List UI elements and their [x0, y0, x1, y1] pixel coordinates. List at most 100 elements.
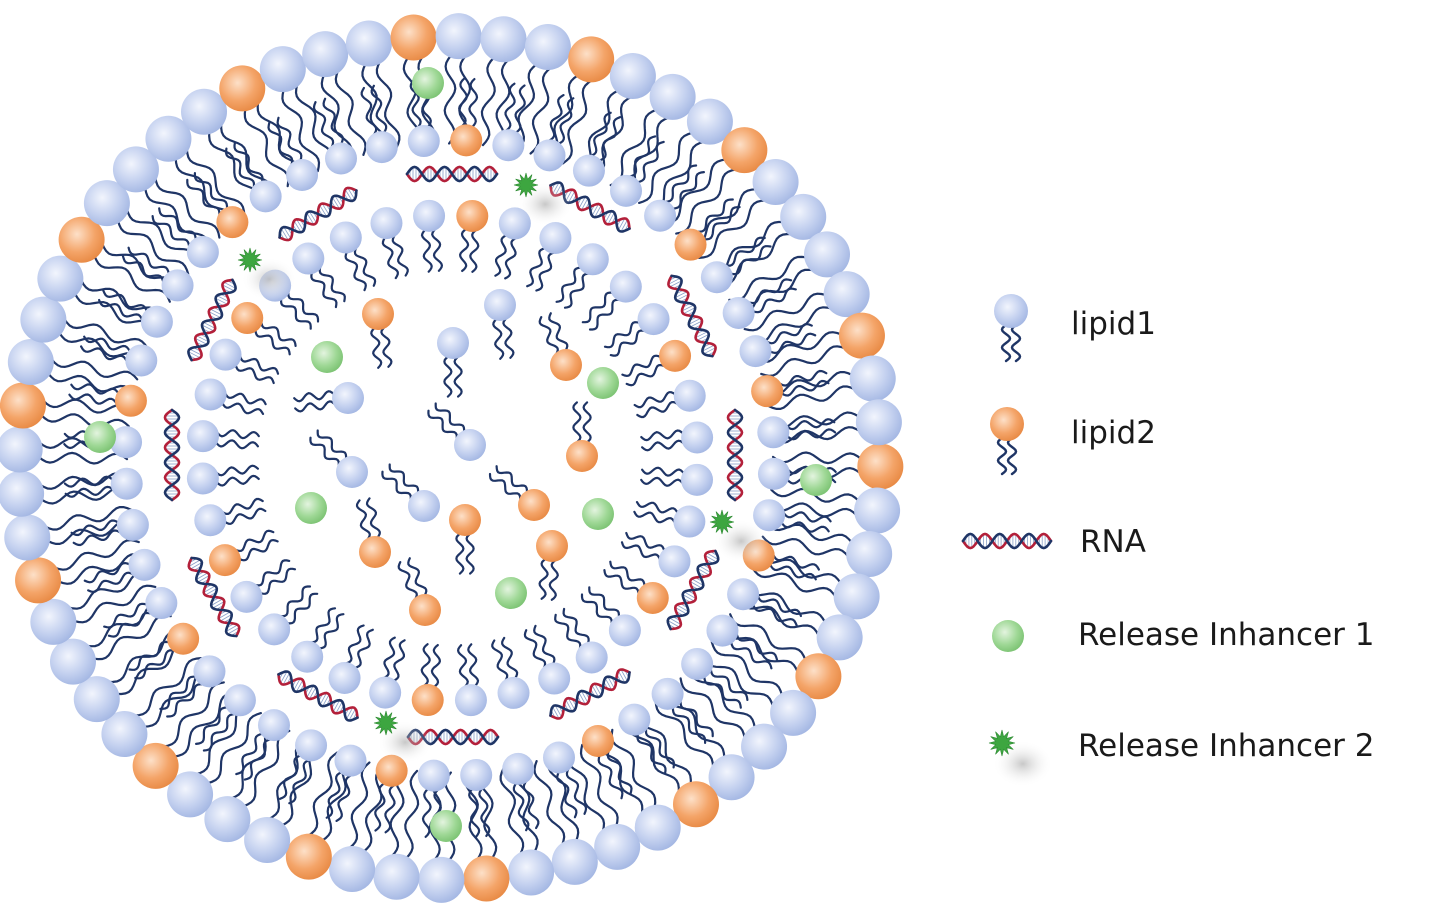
release-inhancer-2-particle — [709, 509, 769, 563]
inner-leaflet-lipid — [121, 246, 194, 302]
legend-label-release-inhancer-1: Release Inhancer 1 — [1078, 617, 1375, 653]
legend-label-lipid2: lipid2 — [1071, 415, 1156, 451]
release-inhancer-1-particle — [430, 810, 462, 842]
inner-leaflet-lipid — [360, 84, 398, 164]
release-inhancer-1-particle — [582, 498, 614, 530]
inner-leaflet-lipid — [757, 416, 837, 449]
inner-leaflet-lipid — [312, 97, 358, 175]
inner-leaflet-lipid — [267, 116, 319, 192]
core-lipid — [566, 401, 598, 472]
inner-leaflet-lipid — [644, 164, 705, 232]
core-lipid — [355, 497, 391, 568]
inner-leaflet-lipid — [753, 499, 832, 533]
core-lipid — [381, 463, 440, 522]
core-ring-lipid — [555, 243, 609, 309]
inner-leaflet-lipid — [235, 709, 290, 781]
inner-leaflet-lipid — [224, 141, 282, 213]
rna-strand — [667, 274, 717, 358]
core-ring-lipid — [633, 379, 706, 419]
core-lipid — [427, 402, 486, 461]
rna-strand — [277, 670, 359, 722]
outer-lipid — [664, 127, 768, 235]
outer-lipid — [480, 16, 527, 148]
inner-leaflet-lipid — [80, 335, 158, 377]
inner-leaflet-lipid — [502, 752, 540, 832]
outer-lipid — [329, 761, 385, 892]
release-inhancer-1-particle — [84, 421, 116, 453]
core-ring-lipid — [292, 242, 346, 309]
core-ring-lipid — [523, 624, 571, 695]
outer-lipid — [761, 521, 893, 577]
outer-lipid — [132, 681, 236, 789]
core-ring-lipid — [411, 643, 444, 717]
release-inhancer-1-icon — [992, 620, 1024, 652]
release-inhancer-1-particle — [311, 341, 343, 373]
core-ring-lipid — [554, 607, 608, 674]
core-ring-lipid — [603, 303, 670, 357]
inner-leaflet-lipid — [706, 614, 779, 670]
core-lipid — [397, 557, 441, 626]
core-ring-lipid — [208, 529, 279, 577]
inner-leaflet-lipid — [83, 548, 161, 594]
core-lipid — [488, 465, 550, 521]
rna-strand — [549, 668, 631, 720]
rna-strand — [187, 556, 241, 638]
inner-leaflet-lipid — [581, 724, 633, 800]
inner-leaflet-lipid — [103, 587, 178, 638]
core-lipid — [437, 327, 469, 398]
inner-leaflet-lipid — [186, 172, 249, 239]
core-ring-lipid — [454, 643, 487, 717]
release-inhancer-1-particle — [587, 367, 619, 399]
inner-leaflet-lipid — [128, 622, 200, 680]
outer-lipid — [688, 158, 799, 259]
inner-leaflet-lipid — [681, 647, 749, 709]
inner-leaflet-lipid — [325, 744, 367, 822]
core-ring-lipid — [491, 636, 530, 709]
core-ring-lipid — [209, 338, 280, 385]
nanoparticle — [0, 13, 904, 903]
core-ring-lipid — [621, 339, 692, 387]
release-inhancer-2-icon — [988, 729, 1053, 788]
inner-leaflet-lipid — [751, 369, 830, 408]
core-ring-lipid — [633, 501, 706, 538]
outer-lipid — [7, 339, 139, 395]
inner-leaflet-lipid — [572, 111, 622, 187]
inner-leaflet-lipid — [651, 677, 714, 744]
inner-leaflet-lipid — [700, 236, 772, 294]
inner-leaflet-lipid — [98, 289, 173, 338]
release-inhancer-2-particle — [237, 247, 297, 301]
inner-leaflet-lipid — [727, 578, 802, 627]
release-inhancer-2-particle — [513, 172, 573, 226]
legend-label-release-inhancer-2: Release Inhancer 2 — [1078, 728, 1375, 764]
inner-leaflet-lipid — [151, 207, 219, 269]
core-lipid — [484, 289, 516, 360]
inner-leaflet-lipid — [450, 77, 483, 157]
legend-label-lipid1: lipid1 — [1071, 306, 1156, 342]
rna-strand — [187, 278, 237, 362]
inner-leaflet-lipid — [739, 322, 817, 368]
core-ring-lipid — [329, 221, 377, 292]
core-ring-lipid — [328, 624, 374, 694]
rna-strand — [278, 186, 358, 242]
core-ring-lipid — [640, 463, 713, 496]
core-ring-lipid — [194, 378, 267, 415]
core-ring-lipid — [603, 560, 669, 614]
legend-icons — [961, 294, 1053, 788]
core-lipid — [536, 530, 568, 601]
release-inhancer-1-particle — [495, 577, 527, 609]
release-inhancer-2-particle — [373, 710, 433, 764]
core-ring-lipid — [186, 462, 260, 495]
core-ring-lipid — [291, 607, 345, 673]
outer-lipid — [285, 751, 353, 880]
core-lipid — [449, 504, 481, 575]
legend-label-rna: RNA — [1080, 524, 1146, 560]
inner-leaflet-lipid — [618, 703, 676, 775]
inner-leaflet-lipid — [533, 94, 575, 172]
inner-leaflet-lipid — [674, 198, 741, 261]
core-ring-lipid — [581, 270, 642, 331]
core-ring-lipid — [187, 420, 260, 453]
inner-leaflet-lipid — [542, 741, 588, 819]
inner-leaflet-lipid — [460, 758, 493, 838]
inner-leaflet-lipid — [492, 82, 526, 162]
